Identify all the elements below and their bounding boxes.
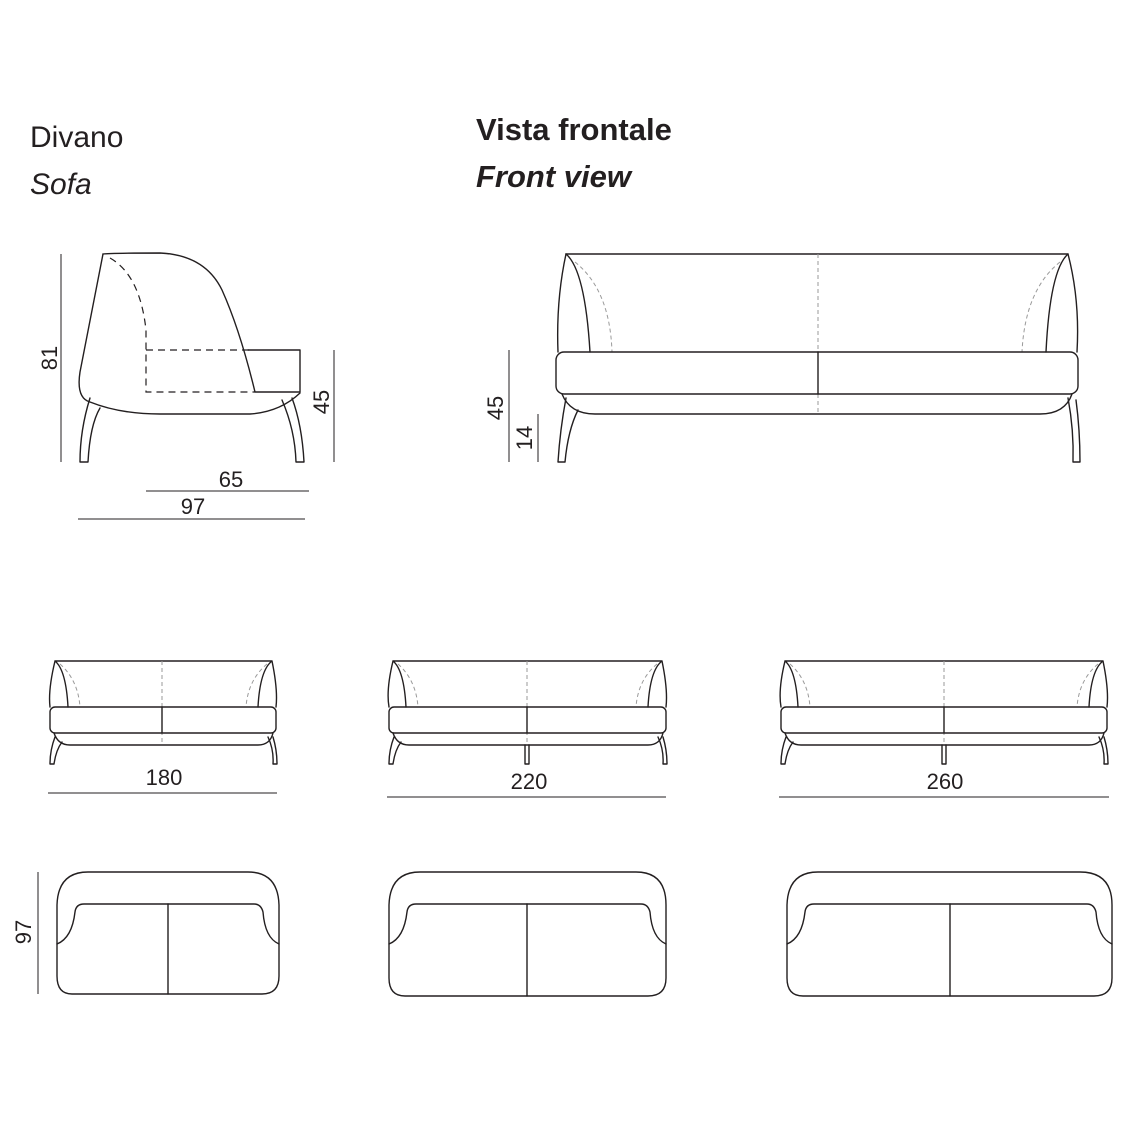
front-left-arm-inner [565, 253, 591, 353]
width-180-label: 180 [146, 765, 183, 790]
dim-depth-label: 97 [181, 494, 205, 519]
plan-view-180: 97 [11, 871, 280, 995]
front-right-arm-dashed [1021, 261, 1061, 353]
side-front-leg [79, 397, 101, 463]
front-view-220: 220 [387, 660, 668, 798]
view-title-english: Front view [476, 159, 632, 194]
plan-view-260 [786, 871, 1113, 997]
plan-depth-label: 97 [11, 920, 36, 944]
front-left-leg [557, 397, 579, 463]
width-220-label: 220 [511, 769, 548, 794]
plan-view-220 [388, 871, 667, 997]
front-backrest-outline [565, 253, 1079, 353]
dim-seat-depth-label: 65 [219, 467, 243, 492]
front-left-arm-dashed [574, 261, 613, 353]
side-back-leg [281, 397, 305, 463]
front-base [561, 393, 1073, 415]
front-view-260: 260 [779, 660, 1109, 798]
dim-front-leg-label: 14 [512, 426, 537, 450]
view-title-italian: Vista frontale [476, 112, 672, 147]
front-view-drawing: 45 14 [483, 253, 1081, 463]
dim-front-seat-label: 45 [483, 396, 508, 420]
front-left-arm-outline [556, 253, 567, 353]
dim-height-label: 81 [37, 346, 62, 370]
product-title-italian: Divano [30, 121, 124, 154]
front-right-leg [1067, 397, 1081, 463]
side-shell-front [78, 253, 301, 415]
side-inner-dashed [109, 257, 255, 393]
side-backrest-outline [102, 252, 301, 393]
product-title-english: Sofa [30, 168, 92, 201]
front-view-180: 180 [48, 660, 278, 794]
front-right-arm-inner [1045, 253, 1069, 353]
front-seat-cushion [555, 351, 1079, 395]
width-260-label: 260 [927, 769, 964, 794]
dim-seat-height-label: 45 [309, 390, 334, 414]
side-view-drawing: 81 45 65 97 [37, 252, 335, 520]
